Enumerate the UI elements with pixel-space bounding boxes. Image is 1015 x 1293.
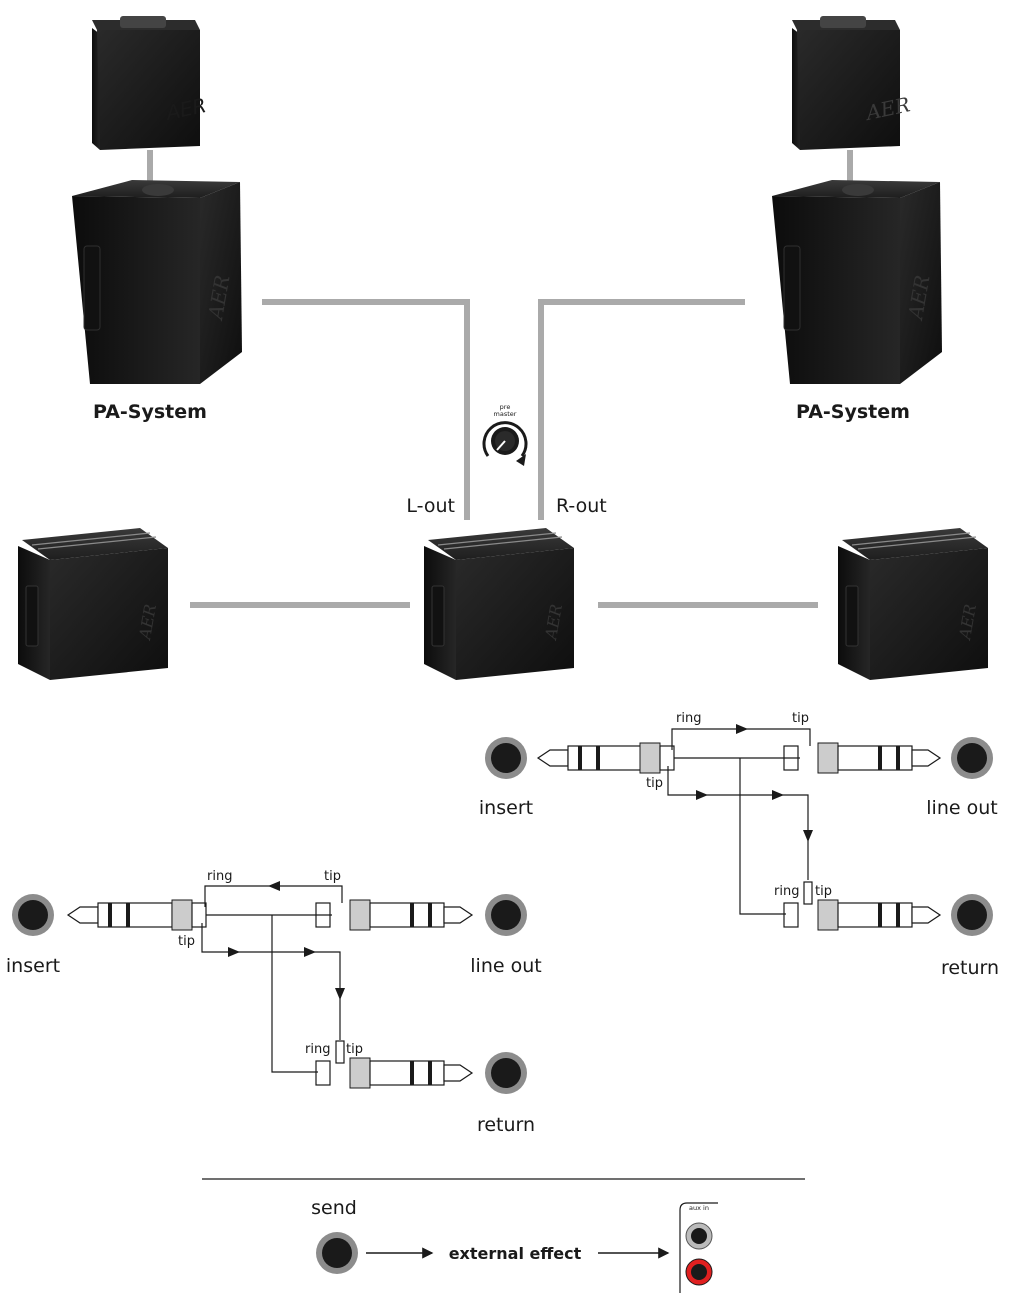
amp-right: AER xyxy=(838,528,988,680)
stereo-plug xyxy=(784,743,940,773)
line-out-label: line out xyxy=(926,797,997,819)
tip-label: tip xyxy=(815,884,832,899)
send-label: send xyxy=(311,1197,357,1219)
amp-left: AER xyxy=(18,528,168,680)
tip-label: tip xyxy=(646,776,663,791)
l-out-label: L-out xyxy=(406,495,455,517)
jack-socket[interactable] xyxy=(12,894,54,936)
send-jack[interactable] xyxy=(316,1232,358,1274)
stereo-plug xyxy=(538,743,674,773)
jack-socket[interactable] xyxy=(485,894,527,936)
jack-socket[interactable] xyxy=(485,1052,527,1094)
pa-system-label-left: PA-System xyxy=(93,401,207,423)
top-speaker-left: AER xyxy=(92,16,208,150)
amp-center: AER xyxy=(424,528,574,680)
line-out-label: line out xyxy=(470,955,541,977)
knob-label-master: master xyxy=(494,410,517,418)
return-label: return xyxy=(477,1114,535,1136)
pre-master-knob[interactable]: pre master xyxy=(484,403,526,466)
ring-label: ring xyxy=(305,1042,330,1057)
tip-label: tip xyxy=(792,711,809,726)
ring-label: ring xyxy=(774,884,799,899)
return-label: return xyxy=(941,957,999,979)
wiring-diagram-left: insert line out return xyxy=(6,869,542,1136)
jack-socket[interactable] xyxy=(485,737,527,779)
tip-label: tip xyxy=(346,1042,363,1057)
aux-in-jack-top[interactable] xyxy=(686,1223,712,1249)
insert-label: insert xyxy=(6,955,60,977)
wiring-diagram-right: insert line out return xyxy=(479,711,999,979)
pa-speaker-left: AER xyxy=(72,180,242,384)
pa-system-label-right: PA-System xyxy=(796,401,910,423)
jack-socket[interactable] xyxy=(951,894,993,936)
aux-in-jack-bottom[interactable] xyxy=(686,1259,712,1285)
insert-label: insert xyxy=(479,797,533,819)
top-speaker-right: AER xyxy=(792,16,912,150)
cable-r-out xyxy=(541,302,745,520)
r-out-label: R-out xyxy=(556,495,607,517)
tip-label: tip xyxy=(178,934,195,949)
stereo-plug xyxy=(68,900,206,930)
ring-label: ring xyxy=(207,869,232,884)
pa-speaker-right: AER xyxy=(772,180,942,384)
tip-label: tip xyxy=(324,869,341,884)
stereo-plug xyxy=(316,900,472,930)
jack-socket[interactable] xyxy=(951,737,993,779)
aux-in-label: aux in xyxy=(689,1204,709,1212)
aux-in-panel: aux in xyxy=(680,1203,718,1293)
cable-l-out xyxy=(262,302,467,520)
ring-label: ring xyxy=(676,711,701,726)
external-effect-label: external effect xyxy=(449,1244,582,1263)
